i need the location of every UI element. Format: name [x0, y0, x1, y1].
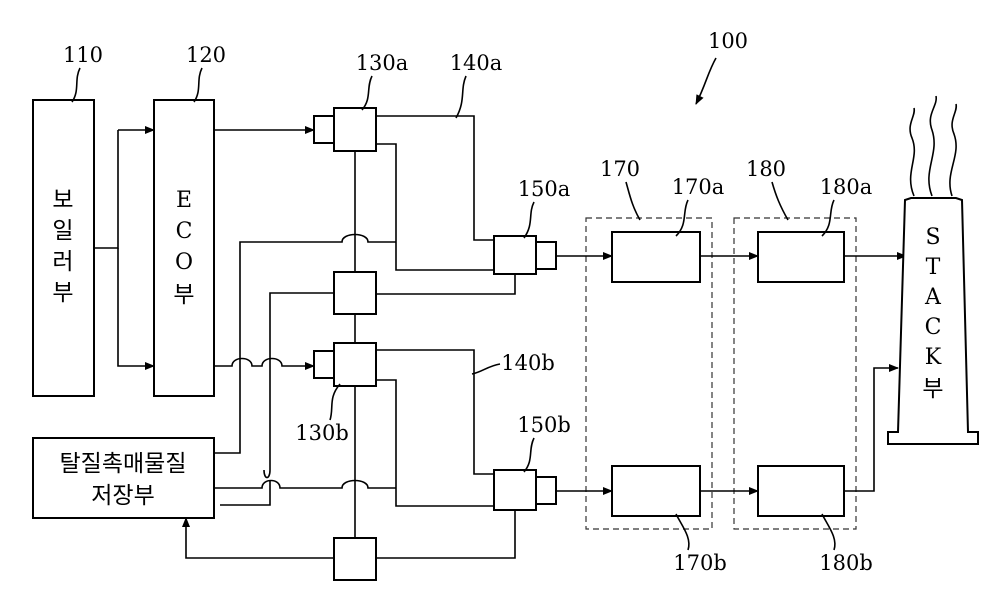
ref-170: 170 [600, 157, 640, 181]
splitter-130b [334, 343, 376, 386]
ref-100: 100 [708, 29, 748, 53]
leader-150b [524, 438, 534, 472]
ref-180: 180 [746, 157, 786, 181]
reactor-180b [758, 466, 844, 516]
line-140b [376, 350, 494, 474]
splitter-130a [334, 108, 376, 151]
ref-130a: 130a [356, 51, 409, 75]
eco-to-130b [214, 359, 314, 367]
stack-label-2: T [926, 255, 941, 280]
leader-120 [194, 68, 202, 102]
line-140a [376, 116, 494, 240]
leader-130a [362, 76, 372, 110]
ref-130b: 130b [295, 421, 349, 445]
ref-170b: 170b [673, 551, 727, 575]
ref-110: 110 [63, 43, 103, 67]
eco-label-1: E [176, 188, 192, 213]
ref-150a: 150a [518, 177, 571, 201]
storage-label-2: 저장부 [91, 483, 154, 509]
boiler-label-2: 일 [52, 218, 73, 244]
injector-150a [494, 236, 536, 274]
leader-150a [524, 202, 534, 238]
reactor-170a [612, 232, 700, 282]
reactor-180a [758, 232, 844, 282]
stack-label-6: 부 [922, 376, 943, 402]
storage-line-lower [214, 481, 396, 489]
smoke-icon-2 [929, 96, 936, 196]
ref-150b: 150b [517, 413, 571, 437]
ref-120: 120 [186, 43, 226, 67]
injector-150b-outlet [536, 477, 556, 504]
leader-100 [696, 58, 716, 104]
leader-170b [676, 514, 689, 550]
line-130b-to-150b-lower [376, 380, 494, 506]
eco-label-4: 부 [173, 282, 194, 308]
ref-140a: 140a [450, 51, 503, 75]
leader-170 [626, 182, 640, 220]
smoke-icon-1 [910, 108, 914, 196]
eco-label-3: O [175, 250, 193, 275]
line-180b-to-stack [844, 368, 898, 491]
smoke-icon-3 [950, 104, 956, 196]
leader-110 [72, 68, 80, 102]
leader-140a [456, 76, 466, 118]
leader-180 [772, 182, 788, 220]
line-130a-to-150a-lower [376, 144, 494, 270]
boiler-label-1: 보 [52, 187, 73, 213]
line-150a-return [376, 274, 515, 294]
mixer-lower [334, 538, 376, 580]
line-mixer-lower-to-storage [186, 518, 334, 558]
boiler-block [33, 100, 94, 396]
stack-label-4: C [925, 315, 942, 340]
reactor-170b [612, 466, 700, 516]
boiler-label-3: 러 [52, 249, 73, 275]
stack-label-1: S [925, 225, 940, 250]
leader-140b [472, 364, 500, 374]
ref-180b: 180b [819, 551, 873, 575]
eco-block [154, 100, 214, 396]
leader-180b [822, 514, 835, 550]
eco-label-2: C [176, 219, 193, 244]
stack-label-5: K [925, 345, 942, 370]
ref-170a: 170a [672, 175, 725, 199]
stack-label-3: A [924, 285, 942, 310]
injector-150a-outlet [536, 242, 556, 269]
line-150b-return [376, 510, 515, 558]
mixer-upper [334, 272, 376, 314]
splitter-130b-inlet [314, 351, 334, 378]
injector-150b [494, 470, 536, 510]
boiler-out-line [94, 130, 118, 248]
splitter-130a-inlet [314, 116, 334, 143]
line-mixer-upper-to-storage [220, 293, 334, 505]
boiler-label-4: 부 [52, 280, 73, 306]
storage-label-1: 탈질촉매물질 [60, 451, 187, 477]
ref-180a: 180a [820, 175, 873, 199]
leader-130b [330, 384, 340, 420]
ref-140b: 140b [501, 351, 555, 375]
boiler-to-eco-bottom [118, 248, 154, 366]
